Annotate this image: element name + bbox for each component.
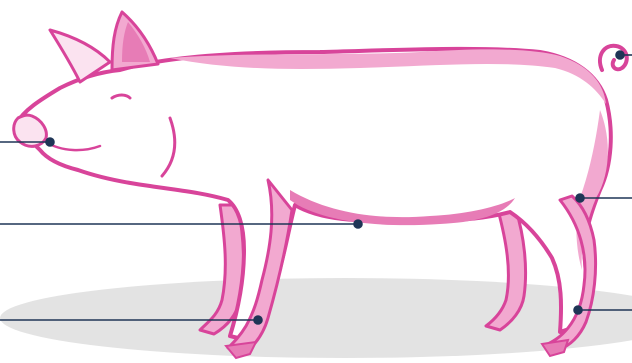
callout-dot-tail	[616, 51, 624, 59]
callout-dot-front-foot	[254, 316, 262, 324]
callout-dot-snout	[46, 138, 54, 146]
ground-shadow	[0, 278, 632, 358]
near-hind-hoof	[542, 340, 568, 356]
callout-dot-hind-foot	[574, 306, 582, 314]
callout-dot-ham	[576, 194, 584, 202]
callout-dot-belly	[354, 220, 362, 228]
